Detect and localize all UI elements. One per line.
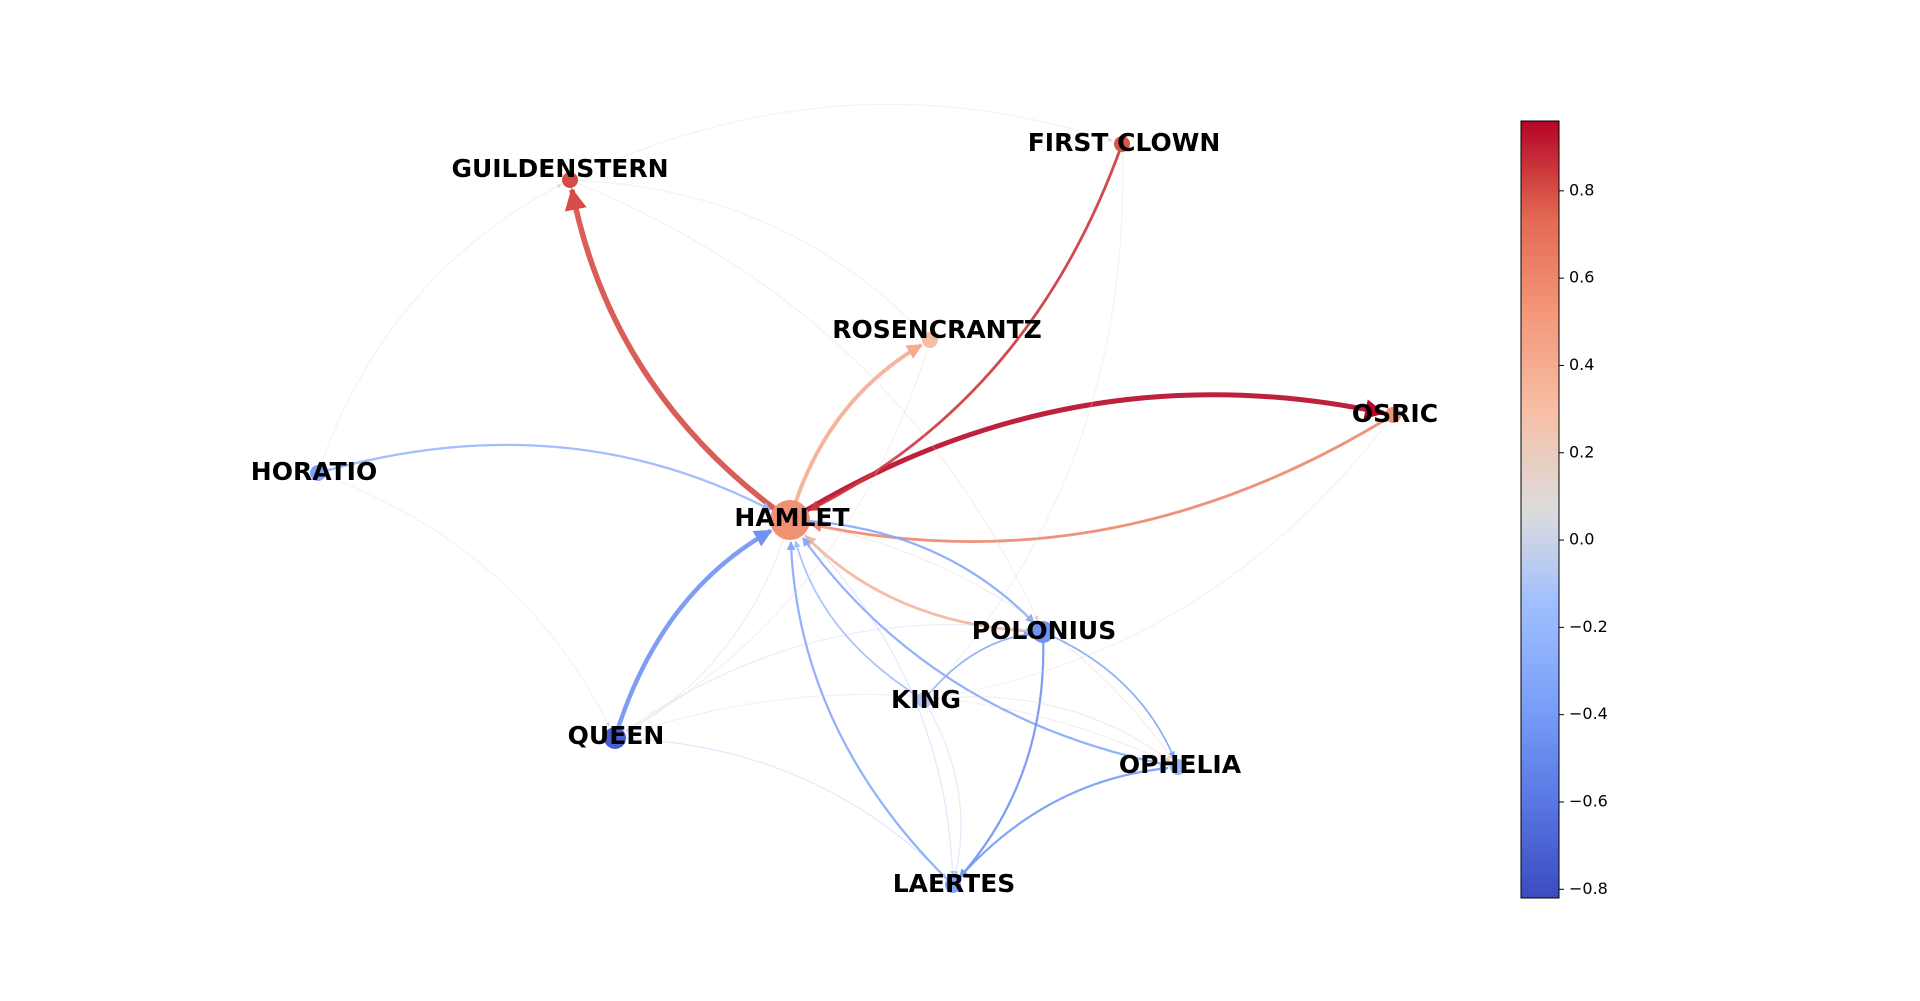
node-label-ophelia: OPHELIA [1119, 750, 1242, 779]
node-hamlet[interactable] [770, 500, 810, 540]
colorbar-tick-label: −0.4 [1569, 704, 1608, 723]
colorbar-tick-label: 0.0 [1569, 530, 1594, 549]
edge-hamlet-to-ophelia [789, 519, 1173, 760]
colorbar-tick-label: −0.2 [1569, 617, 1608, 636]
node-guildenstern[interactable] [562, 172, 578, 188]
node-queen[interactable] [604, 727, 626, 749]
edge-ophelia-to-hamlet [801, 537, 1179, 769]
edge-guildenstern-to-rosencrantz [569, 179, 924, 334]
edge-king-to-laertes [923, 699, 962, 876]
edge-hamlet-to-rosencrantz [788, 343, 923, 521]
edge-polonius-to-laertes [958, 631, 1045, 879]
node-label-laertes: LAERTES [893, 869, 1016, 898]
node-label-rosencrantz: ROSENCRANTZ [832, 315, 1042, 344]
edge-king-to-hamlet [793, 540, 925, 701]
node-rosencrantz[interactable] [922, 332, 938, 348]
edge-queen-to-laertes [614, 737, 947, 879]
edge-hamlet-to-queen [625, 519, 791, 733]
edge-hamlet-to-guildenstern [564, 187, 792, 523]
colorbar: 0.8 0.6 0.4 0.2 0.0 −0.2 −0.4 −0.6 −0.8 [1520, 120, 1608, 899]
edge-polonius-to-hamlet [804, 534, 1044, 634]
nodes-layer [310, 136, 1401, 893]
edge-queen-to-ophelia [614, 693, 1170, 764]
node-ophelia[interactable] [1170, 759, 1186, 775]
colorbar-tick-label: 0.8 [1569, 180, 1594, 199]
edge-hamlet-to-osric [788, 392, 1386, 523]
edge-king-to-polonius [923, 631, 1031, 701]
edge-laertes-to-hamlet [786, 541, 954, 886]
edge-horatio-to-queen [317, 472, 610, 727]
node-first-clown[interactable] [1114, 136, 1130, 152]
node-label-polonius: POLONIUS [972, 616, 1116, 645]
edge-queen-to-polonius [614, 624, 1031, 739]
node-king[interactable] [916, 692, 932, 708]
node-laertes[interactable] [945, 877, 961, 893]
node-label-horatio: HORATIO [251, 457, 377, 486]
node-horatio[interactable] [310, 465, 326, 481]
edge-laertes-to-ophelia [952, 764, 1169, 886]
edge-queen-to-hamlet [612, 528, 773, 739]
edge-rosencrantz-to-queen [625, 339, 931, 733]
node-label-first-clown: FIRST CLOWN [1028, 128, 1221, 157]
edge-osric-to-king [933, 414, 1394, 700]
colorbar-tick-label: 0.2 [1569, 442, 1594, 461]
edge-guildenstern-to-polonius [569, 179, 1039, 621]
colorbar-tick-label: 0.4 [1569, 355, 1594, 374]
edge-guildenstern-to-first-clown [569, 103, 1113, 181]
colorbar-gradient [1520, 120, 1560, 899]
edge-hamlet-to-polonius [789, 518, 1035, 624]
edge-king-to-ophelia [923, 696, 1171, 762]
edge-hamlet-to-laertes [789, 519, 955, 876]
edge-first-clown-to-hamlet [808, 143, 1124, 512]
colorbar-tick-label: −0.6 [1569, 791, 1608, 810]
edge-horatio-to-guildenstern [317, 184, 562, 474]
node-label-king: KING [891, 685, 961, 714]
colorbar-ticks: 0.8 0.6 0.4 0.2 0.0 −0.2 −0.4 −0.6 −0.8 [1559, 180, 1608, 898]
node-label-queen: QUEEN [568, 721, 665, 750]
edge-first-clown-to-king [930, 143, 1124, 693]
node-label-hamlet: HAMLET [734, 503, 849, 532]
edge-horatio-to-hamlet [317, 443, 772, 511]
edge-polonius-to-ophelia [1042, 631, 1175, 759]
colorbar-tick-label: −0.8 [1569, 879, 1608, 898]
edges-layer [317, 103, 1394, 886]
node-label-guildenstern: GUILDENSTERN [451, 154, 668, 183]
labels-layer: HAMLET GUILDENSTERN FIRST CLOWN ROSENCRANTZ… [251, 128, 1438, 898]
node-polonius[interactable] [1032, 621, 1054, 643]
node-label-osric: OSRIC [1352, 399, 1438, 428]
colorbar-tick-label: 0.6 [1569, 268, 1594, 287]
node-osric[interactable] [1385, 407, 1401, 423]
edge-osric-to-hamlet [810, 413, 1394, 543]
